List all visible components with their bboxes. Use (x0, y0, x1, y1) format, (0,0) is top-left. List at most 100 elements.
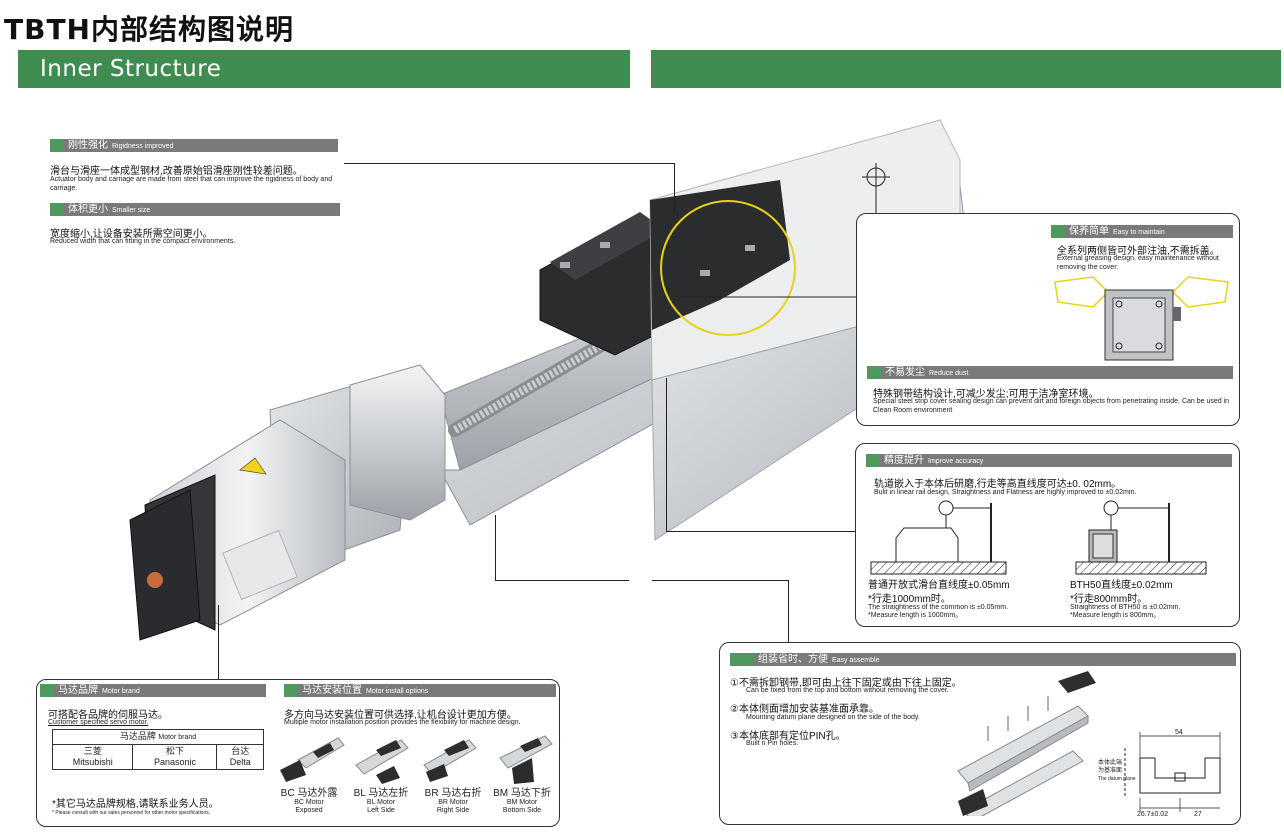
motor-option-bm: BM 马达下折 BM Motor Bottom Side (486, 789, 558, 815)
rigidity-text: 滑台与滑座一体成型钢材,改善原始铝滑座刚性较差问题。 (50, 166, 303, 177)
motor-option-bc-en1: BC Motor (294, 799, 324, 806)
assemble-box: 组装省时、方便 Easy assemble ①不需拆卸钢带,即可由上往下固定或由下… (719, 642, 1241, 825)
size-text: 宽度缩小,让设备安装所需空间更小。 (50, 229, 213, 240)
motor-option-bm-en1: BM Motor (506, 799, 538, 806)
rigidity-title-en: Rigidness improved (112, 143, 174, 150)
assemble-section-drawing (1124, 732, 1221, 812)
accuracy-diagram-common (870, 500, 1007, 575)
datum-label-en: The datum plane (1098, 776, 1136, 782)
motor-option-bl-en2: Left Side (367, 807, 395, 814)
accuracy-title-en: Improve accuracy (928, 458, 984, 465)
accuracy-bth-en-note: *Measure length is 800mm。 (1070, 612, 1161, 619)
leader-line (344, 163, 674, 164)
size-title: 体积更小 (68, 204, 108, 215)
maintain-text: 全系列两侧皆可外部注油,不需拆盖。 (1057, 246, 1220, 257)
motor-brand-title-en: Motor brand (102, 688, 140, 695)
dust-text: 特殊钢带结构设计,可减少发尘;可用于洁净室环境。 (873, 389, 1099, 400)
brand-table-header: 马达品牌 Motor brand (52, 729, 264, 745)
motor-option-br-en1: BR Motor (438, 799, 468, 806)
motor-option-br-cn: BR 马达右折 (424, 788, 482, 799)
motor-brand-note: *其它马达品牌规格,请联系业务人员。 (52, 799, 219, 810)
page-title: TBTH内部结构图说明 (4, 13, 294, 46)
maintain-dust-box: 保养简单 Easy to maintain 全系列两侧皆可外部注油,不需拆盖。 E… (856, 213, 1240, 426)
motor-brand-note-en: * Please consult with our sales personne… (52, 810, 211, 816)
motor-option-bl-en1: BL Motor (366, 799, 396, 806)
accuracy-bth-en: Straightness of BTH50 is ±0.02mm. (1070, 604, 1181, 611)
motor-install-title: 马达安装位置 (302, 685, 362, 696)
rigidity-title-bar: 刚性强化 Rigidness improved (50, 139, 338, 152)
motor-option-bl-image (355, 739, 409, 784)
rigidity-title: 刚性强化 (68, 140, 108, 151)
motor-brand-text-en: Customer specified servo motor. (48, 719, 149, 726)
dust-title: 不易发尘 (885, 367, 925, 378)
motor-install-text: 多方向马达安装位置可供选择,让机台设计更加方便。 (284, 710, 517, 721)
assemble-title: 组装省时、方便 (758, 654, 828, 665)
motor-option-br-image (423, 739, 477, 782)
motor-option-br-en2: Right Side (436, 807, 470, 814)
assemble-item-2: ②本体侧面增加安装基准面承靠。 (730, 704, 879, 715)
assemble-item-1: ①不需拆卸钢带,即可由上往下固定或由下往上固定。 (730, 678, 962, 689)
maintain-diagram (1054, 276, 1229, 361)
assemble-title-en: Easy assemble (832, 657, 880, 664)
assemble-item-2-en: Mounting datum plane designed on the sid… (746, 714, 920, 721)
size-title-en: Smaller size (112, 207, 151, 214)
accuracy-common-note: *行走1000mm时。 (868, 594, 951, 605)
motor-option-bc-image (280, 737, 345, 782)
datum-label-2: 为基准面 (1098, 768, 1123, 774)
maintain-title-bar: 保养简单 Easy to maintain (1051, 225, 1233, 238)
accuracy-common-en: The straightness of the common is ±0.05m… (868, 604, 1009, 611)
size-title-bar: 体积更小 Smaller size (50, 203, 340, 216)
datum-label: 本体此端 (1098, 760, 1123, 766)
motor-brand-text: 可搭配各品牌的伺服马达。 (48, 710, 168, 721)
dust-text-en: Special steel strip cover sealing design… (873, 398, 1230, 414)
maintain-title: 保养简单 (1069, 226, 1109, 237)
accuracy-title-bar: 精度提升 Improve accuracy (866, 454, 1232, 467)
maintain-title-en: Easy to maintain (1113, 229, 1165, 236)
size-text-en: Reduced width that can fitting in the co… (50, 238, 236, 245)
motor-install-text-en: Multiple motor installation position pro… (284, 719, 521, 726)
dim-top: 54 (1175, 729, 1183, 736)
accuracy-bth-text: BTH50直线度±0.02mm (1070, 580, 1173, 591)
header-bar-left: Inner Structure (18, 50, 630, 88)
header-bar-right (651, 50, 1281, 88)
dim-right: 27 (1194, 811, 1202, 818)
motor-option-br: BR 马达右折 BR Motor Right Side (418, 789, 488, 815)
motor-install-title-bar: 马达安装位置 Motor install options (284, 684, 556, 697)
motor-option-bc: BC 马达外露 BC Motor Exposed (274, 789, 344, 815)
maintain-text-en: External greasing design, easy maintenan… (1057, 255, 1219, 271)
motor-option-bm-cn: BM 马达下折 (493, 788, 551, 799)
rigidity-text-en: Actuator body and carriage are made from… (50, 176, 333, 192)
motor-option-bl-cn: BL 马达左折 (353, 788, 409, 799)
motor-option-bm-en2: Bottom Side (502, 807, 542, 814)
leader-line (495, 580, 629, 581)
leader-line (666, 531, 856, 532)
motor-brand-title: 马达品牌 (58, 685, 98, 696)
accuracy-diagram-bth (1075, 500, 1207, 575)
header-title: Inner Structure (40, 56, 222, 82)
accuracy-bth-note: *行走800mm时。 (1070, 594, 1148, 605)
motor-option-bm-image (499, 735, 553, 784)
accuracy-title: 精度提升 (884, 455, 924, 466)
motor-option-bc-en2: Exposed (295, 807, 323, 814)
leader-line (674, 163, 675, 213)
motor-option-bl: BL 马达左折 BL Motor Left Side (346, 789, 416, 815)
dim-left: 26.7±0.02 (1137, 811, 1169, 818)
assemble-item-3-en: Built n Pin holes. (746, 740, 799, 747)
assemble-item-1-en: Can be fixed from the top and bottom wit… (746, 687, 949, 694)
assemble-item-3: ③本体底部有定位PIN孔。 (730, 731, 846, 742)
motor-option-bc-cn: BC 马达外露 (280, 788, 338, 799)
leader-line (218, 605, 219, 679)
leader-line (666, 378, 667, 531)
leader-line (788, 580, 789, 642)
leader-line (495, 515, 496, 581)
dust-title-bar: 不易发尘 Reduce dust (867, 366, 1233, 379)
assemble-illustration (957, 671, 1096, 816)
accuracy-common-text: 普通开放式滑台直线度±0.05mm (868, 580, 1010, 591)
dust-title-en: Reduce dust (929, 370, 969, 377)
motor-install-title-en: Motor install options (366, 688, 429, 695)
